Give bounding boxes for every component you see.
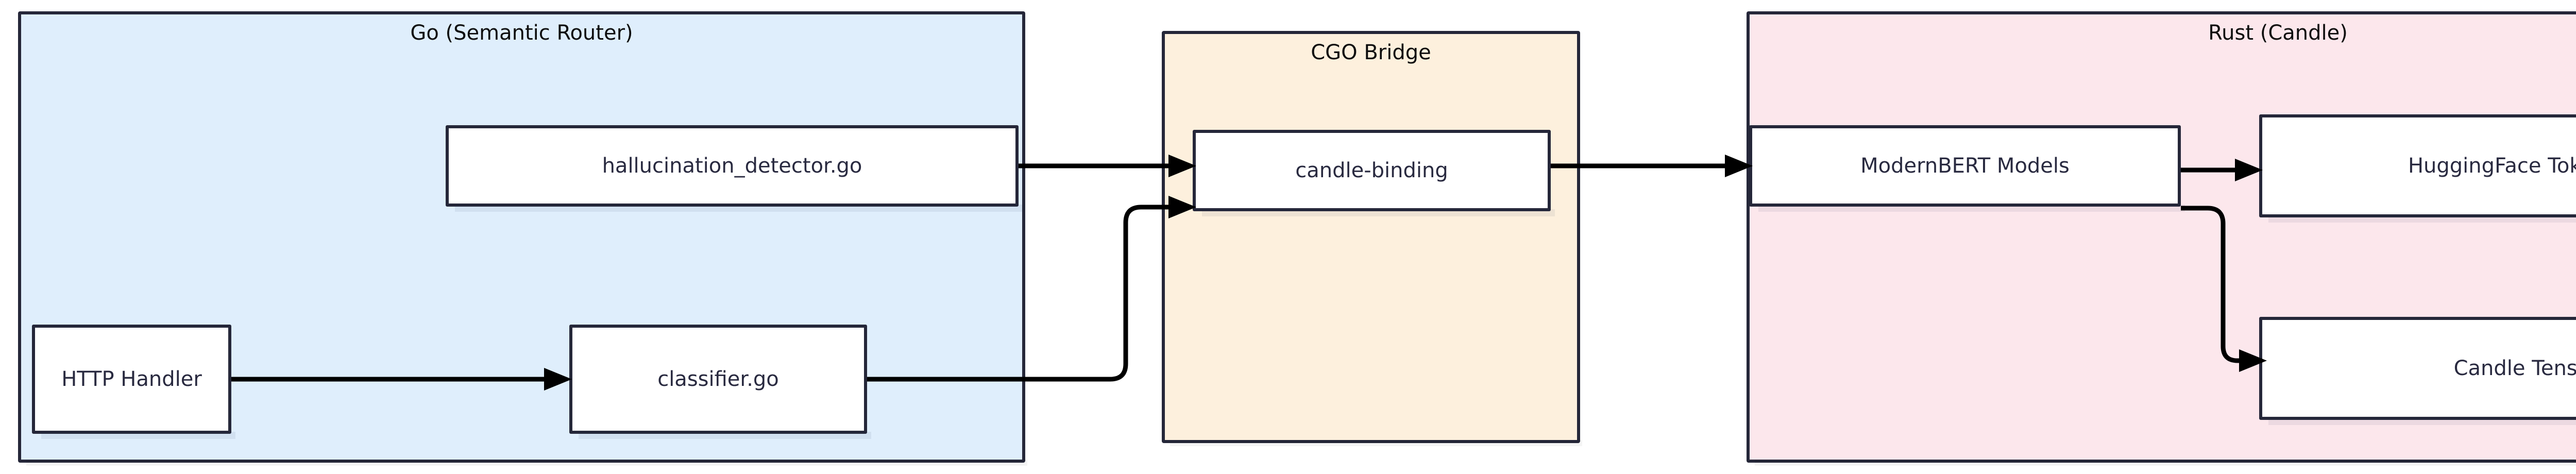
cluster-rust-title: Rust (Candle) — [2208, 21, 2348, 45]
node-huggingface-tokenizers[interactable]: HuggingFace Tokenizers — [2259, 114, 2576, 223]
node-candle-binding[interactable]: candle-binding — [1193, 130, 1555, 216]
node-classifier-go[interactable]: classifier.go — [569, 325, 871, 439]
node-modernbert-models-label: ModernBERT Models — [1860, 154, 2070, 178]
edge-binding-to-modernbert — [1551, 155, 1753, 177]
cluster-go-title: Go (Semantic Router) — [410, 21, 633, 45]
node-http-handler[interactable]: HTTP Handler — [32, 325, 235, 439]
node-hallucination-detector[interactable]: hallucination_detector.go — [446, 125, 1023, 212]
node-candle-tensors[interactable]: Candle Tensors — [2259, 317, 2576, 425]
node-huggingface-tokenizers-label: HuggingFace Tokenizers — [2408, 154, 2576, 178]
node-classifier-go-label: classifier.go — [657, 367, 779, 391]
node-modernbert-models[interactable]: ModernBERT Models — [1749, 125, 2185, 212]
node-http-handler-label: HTTP Handler — [61, 367, 202, 391]
node-hallucination-detector-label: hallucination_detector.go — [602, 154, 862, 178]
node-candle-tensors-label: Candle Tensors — [2453, 357, 2576, 380]
cluster-cgo-bridge[interactable]: CGO Bridge — [1162, 31, 1582, 446]
cluster-cgo-title: CGO Bridge — [1311, 41, 1431, 64]
node-candle-binding-label: candle-binding — [1295, 159, 1448, 182]
